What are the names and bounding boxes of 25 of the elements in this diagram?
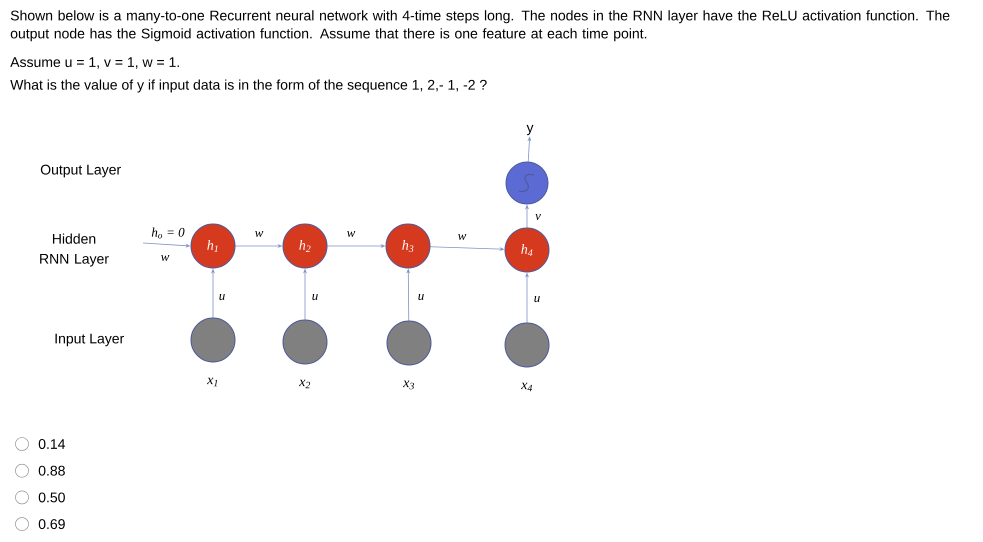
- input-label: x$_{1}$: [207, 378, 218, 386]
- input-node: [282, 320, 328, 364]
- output-label: y: [526, 124, 534, 136]
- option-text: 0.50: [38, 492, 65, 502]
- hidden-node: h$_{3}$: [386, 224, 430, 268]
- layer-label: Output Layer: [40, 164, 121, 178]
- initial-state-label: h$_{o}$ = 0: [152, 228, 184, 238]
- question-text: Assume u = 1, v = 1, w = 1.: [10, 57, 179, 69]
- input-node: [386, 320, 432, 366]
- hidden-node: h$_{4}$: [504, 228, 550, 272]
- hidden-node: h$_{2}$: [282, 224, 328, 268]
- input-node: [504, 322, 550, 368]
- option-text: 0.88: [38, 466, 65, 476]
- question-text: What is the value of y if input data is in the form of the sequence 1, 2,- 1, -2 ?: [10, 79, 487, 93]
- layer-label: Input Layer: [56, 334, 124, 346]
- input-label: x$_{4}$: [521, 382, 532, 392]
- input-node: [190, 318, 236, 362]
- option-text: 0.69: [38, 519, 65, 530]
- option-text: 0.14: [38, 439, 66, 449]
- layer-label: Hidden RNN Layer: [40, 233, 109, 267]
- hidden-node: h$_{1}$: [190, 224, 236, 268]
- question-text: Shown below is a many-to-one Recurrent neural network with 4-time steps long. The nodes in the RNN layer have the ReLU activation function. The output node has the Sigmoid activation function. Assume that there is one feature at each time point.: [10, 10, 950, 42]
- input-label: x$_{3}$: [403, 380, 414, 390]
- sigmoid-node: [506, 162, 548, 204]
- input-label: x$_{2}$: [299, 380, 310, 388]
